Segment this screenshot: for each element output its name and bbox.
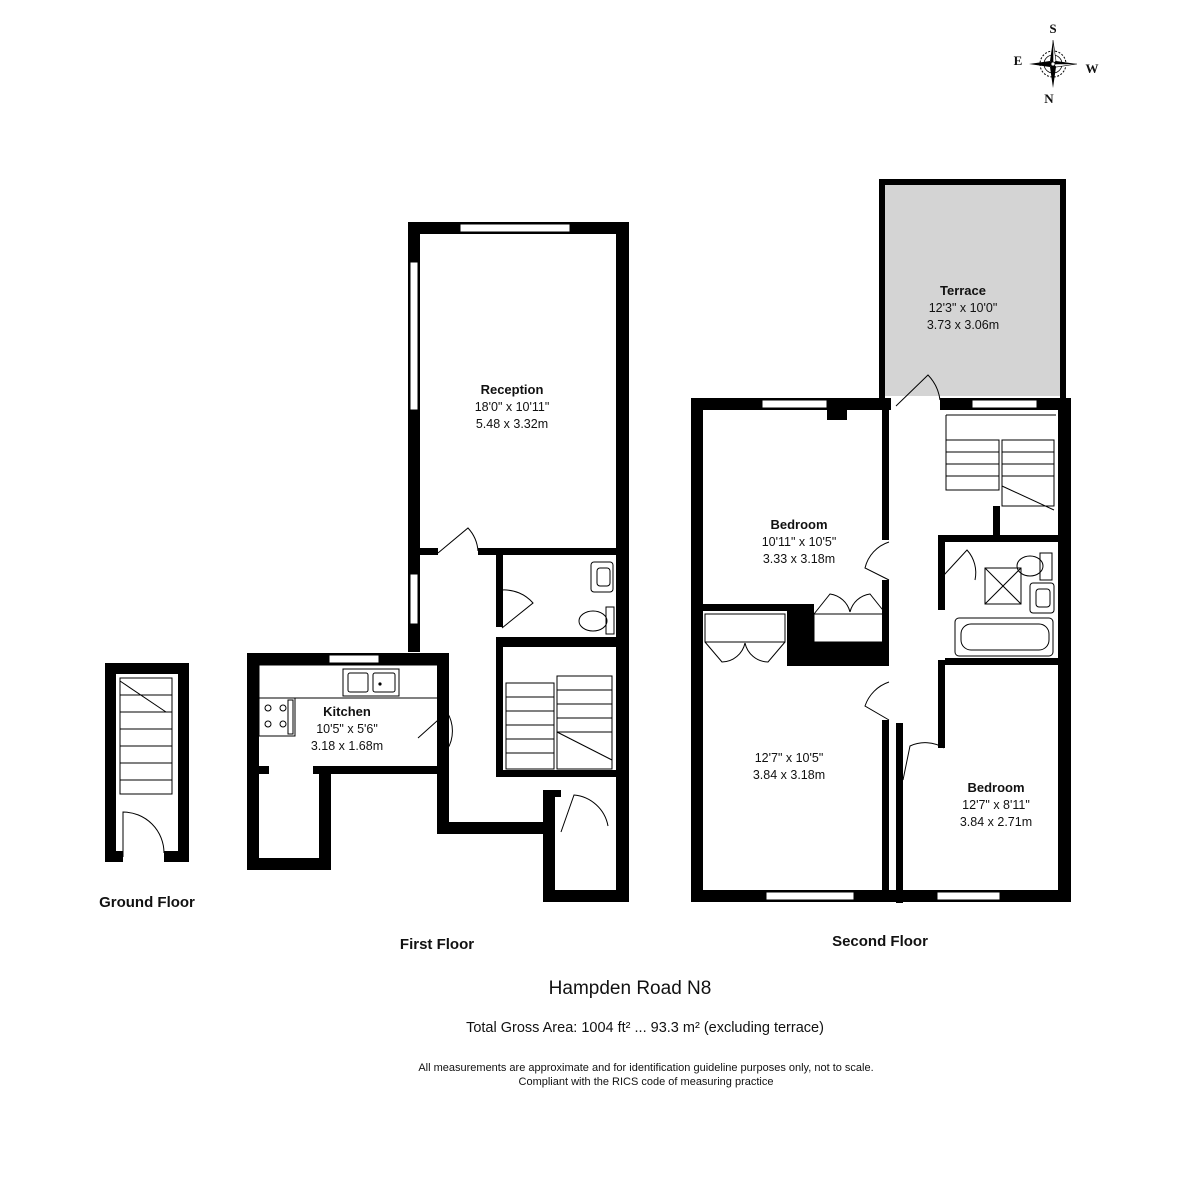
room2-metric: 3.84 x 3.18m [753,768,825,782]
total-area: Total Gross Area: 1004 ft² ... 93.3 m² (… [466,1020,824,1036]
property-title: Hampden Road N8 [549,978,712,999]
compass-icon [1029,39,1078,88]
bedroom2-name: Bedroom [967,780,1024,795]
first-floor-label: First Floor [400,936,474,953]
terrace-imperial: 12'3" x 10'0" [929,301,998,315]
second-floor-plan [691,179,1071,903]
ground-floor-label: Ground Floor [99,894,195,911]
first-floor-plan [247,222,629,902]
kitchen-name: Kitchen [323,704,371,719]
bedroom1-name: Bedroom [770,517,827,532]
disclaimer-line-2: Compliant with the RICS code of measurin… [519,1076,774,1088]
terrace-name: Terrace [940,283,986,298]
kitchen-metric: 3.18 x 1.68m [311,739,383,753]
reception-metric: 5.48 x 3.32m [476,417,548,431]
bedroom1-imperial: 10'11" x 10'5" [762,535,837,549]
disclaimer-line-1: All measurements are approximate and for… [418,1062,873,1074]
compass-e-label: E [1014,53,1023,68]
bedroom2-imperial: 12'7" x 8'11" [962,798,1030,812]
compass-n-label: N [1044,91,1054,106]
reception-name: Reception [481,382,544,397]
room2-imperial: 12'7" x 10'5" [755,751,824,765]
terrace-area [885,184,1062,396]
compass-w-label: W [1086,61,1099,76]
kitchen-imperial: 10'5" x 5'6" [316,722,378,736]
bedroom2-metric: 3.84 x 2.71m [960,815,1032,829]
compass-s-label: S [1049,21,1056,36]
reception-imperial: 18'0" x 10'11" [475,400,550,414]
second-floor-label: Second Floor [832,933,928,950]
ground-floor-plan [105,663,189,862]
terrace-metric: 3.73 x 3.06m [927,318,999,332]
bedroom1-metric: 3.33 x 3.18m [763,552,835,566]
